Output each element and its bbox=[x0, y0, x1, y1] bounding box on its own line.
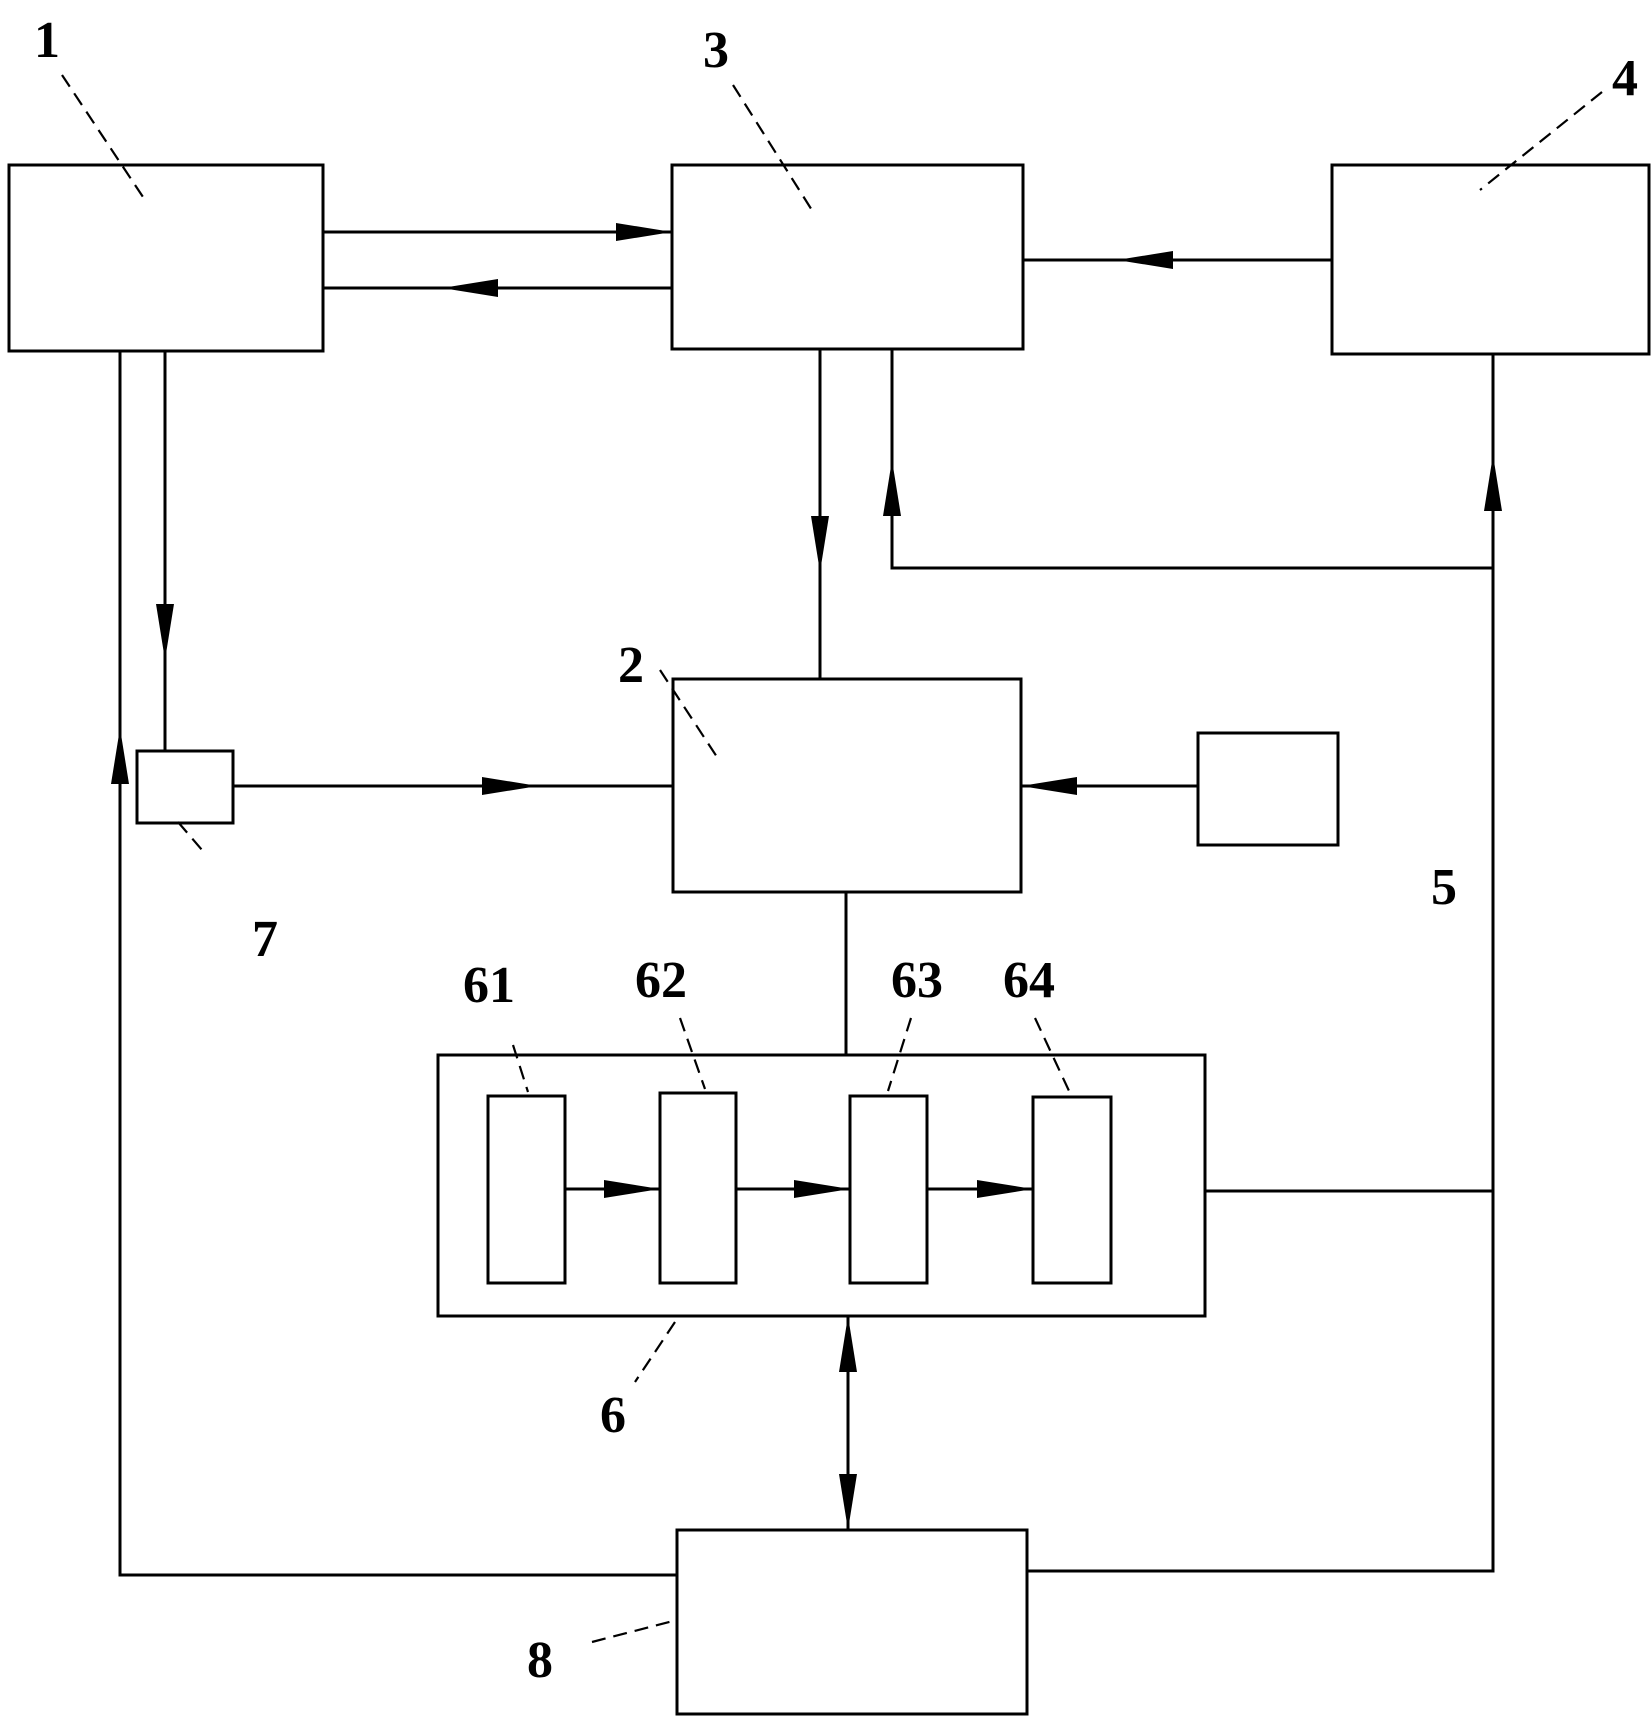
leader-64 bbox=[1034, 1017, 1071, 1094]
label-2: 2 bbox=[618, 637, 644, 694]
sub-block-63 bbox=[848, 1094, 929, 1285]
label-4: 4 bbox=[1612, 50, 1638, 107]
leader-62 bbox=[678, 1017, 707, 1090]
leader-3 bbox=[732, 84, 816, 216]
label-5: 5 bbox=[1431, 859, 1457, 916]
connection-1-to-7 bbox=[156, 351, 174, 751]
block-8 bbox=[675, 1528, 1029, 1716]
leader-6 bbox=[634, 1321, 676, 1383]
block-7 bbox=[135, 749, 235, 825]
label-1: 1 bbox=[34, 12, 60, 69]
sub-block-62 bbox=[658, 1091, 738, 1285]
sub-block-61 bbox=[486, 1094, 567, 1285]
connection-7-to-2 bbox=[233, 777, 673, 795]
leader-7 bbox=[177, 821, 203, 851]
connection-4-to-3 bbox=[1023, 251, 1332, 269]
label-64: 64 bbox=[1003, 952, 1055, 1009]
block-6 bbox=[436, 1053, 1207, 1318]
leader-61 bbox=[511, 1044, 530, 1093]
leader-4 bbox=[1479, 91, 1603, 191]
label-61: 61 bbox=[463, 957, 515, 1014]
connection-8-to-1 bbox=[111, 351, 677, 1577]
connection-3-to-2 bbox=[811, 349, 829, 679]
feedback-line-5-to-3 bbox=[883, 349, 1493, 570]
block-2 bbox=[671, 677, 1023, 894]
leader-2 bbox=[659, 669, 718, 758]
label-6: 6 bbox=[600, 1387, 626, 1444]
label-62: 62 bbox=[635, 952, 687, 1009]
label-8: 8 bbox=[527, 1632, 553, 1689]
label-7: 7 bbox=[252, 911, 278, 968]
connection-6-8-bidirectional bbox=[839, 1316, 857, 1530]
leader-8 bbox=[591, 1618, 678, 1644]
block-1 bbox=[7, 163, 325, 353]
label-3: 3 bbox=[703, 22, 729, 79]
unlabeled-input-block bbox=[1196, 731, 1340, 847]
connection-62-to-63 bbox=[736, 1180, 850, 1198]
connection-1-to-3 bbox=[323, 223, 672, 241]
connection-61-to-62 bbox=[565, 1180, 660, 1198]
leader-63 bbox=[886, 1017, 913, 1092]
block-4 bbox=[1330, 163, 1651, 356]
block-3 bbox=[670, 163, 1025, 351]
leader-1 bbox=[61, 74, 146, 201]
sub-block-64 bbox=[1031, 1095, 1113, 1285]
connection-input-to-2 bbox=[1021, 777, 1198, 795]
connection-63-to-64 bbox=[927, 1180, 1033, 1198]
label-63: 63 bbox=[891, 952, 943, 1009]
connection-3-to-1 bbox=[323, 279, 672, 297]
line-5 bbox=[1027, 354, 1502, 1573]
